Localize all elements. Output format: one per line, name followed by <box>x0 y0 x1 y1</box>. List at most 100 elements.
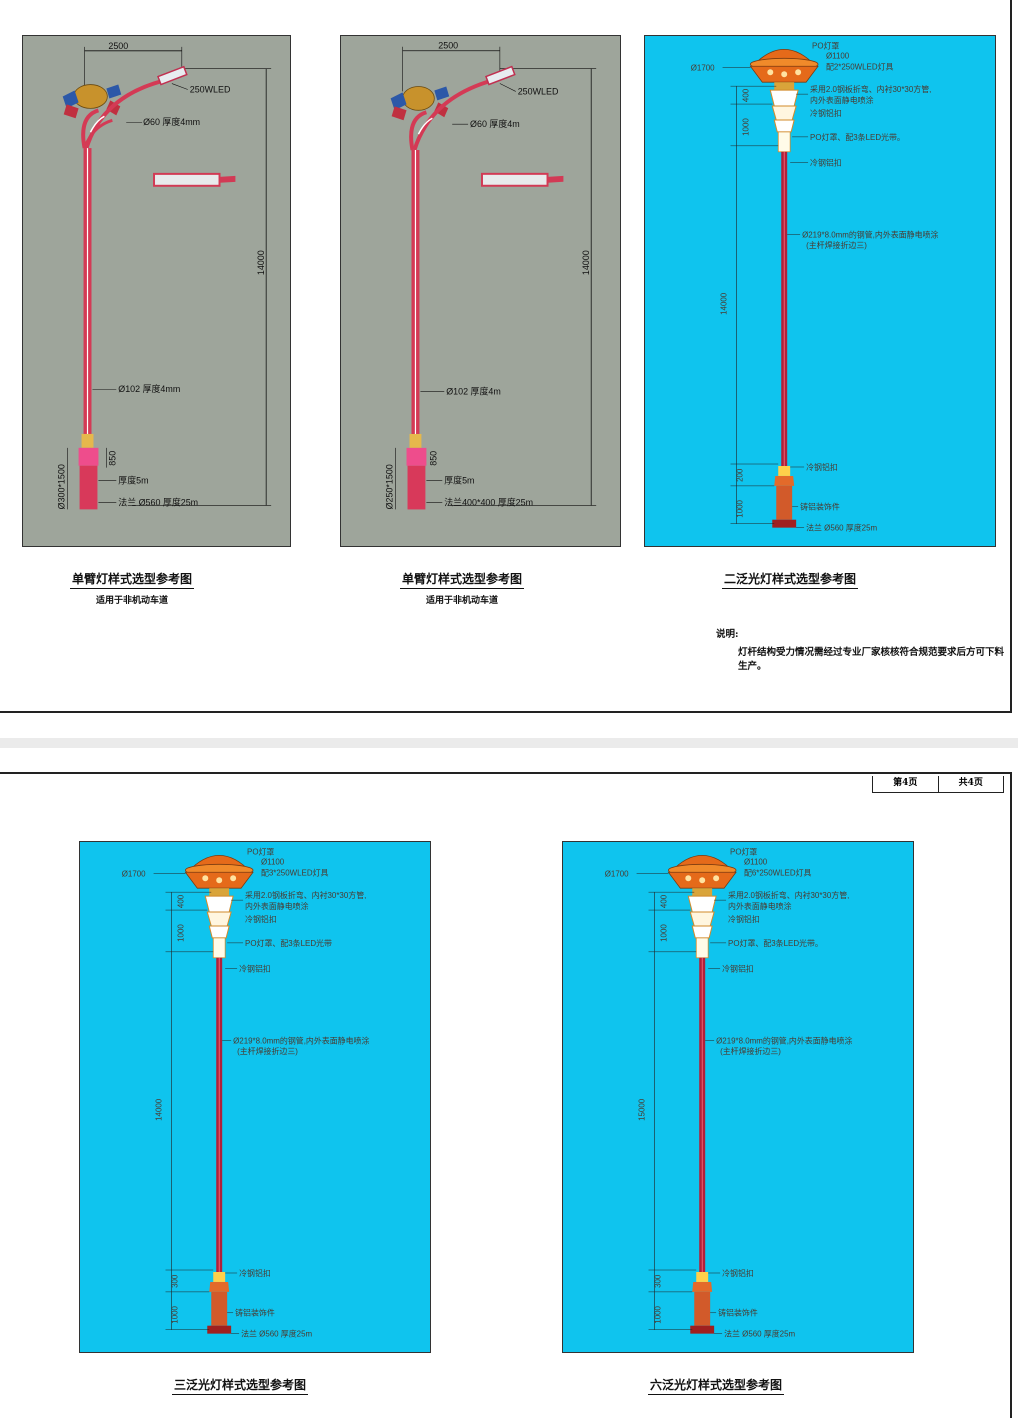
pipe-line-1: Ø219*8.0mm的钢管,内外表面静电喷涂 <box>716 1035 852 1045</box>
cap-label: PO灯罩 <box>247 846 274 856</box>
po-ring-label: PO灯罩、配3条LED光带 <box>245 938 332 948</box>
inner-diameter-label: Ø1100 <box>744 857 768 866</box>
base-decoration <box>211 1291 228 1326</box>
dim-a-label: 400 <box>659 894 668 908</box>
caption-title: 二泛光灯样式选型参考图 <box>721 570 858 589</box>
dim-d-label: 1000 <box>735 499 744 517</box>
total-height-label: 14000 <box>256 250 266 275</box>
lamp-detail <box>480 172 549 187</box>
lamp-arm <box>412 78 493 151</box>
floodlight-panel-3: 400 1000 14000 300 1000 PO灯罩 Ø1100 Ø1700… <box>79 841 431 1353</box>
decor-sphere <box>402 86 435 111</box>
lamps-label: 配3*250WLED灯具 <box>261 867 329 877</box>
dim-c-label: 300 <box>653 1274 662 1288</box>
total-height-label: 14000 <box>581 250 591 275</box>
base-section-label: 850 <box>428 451 438 466</box>
deco-line-3: 冷钢铝扣 <box>728 914 760 924</box>
decor-sphere <box>73 84 108 109</box>
pipe-line-2: (主杆焊接折边三) <box>237 1046 298 1056</box>
lamp-detail <box>153 172 221 187</box>
base-section-label: 850 <box>107 451 117 466</box>
lamps-label: 配2*250WLED灯具 <box>826 61 894 71</box>
caption-title: 六泛光灯样式选型参考图 <box>647 1376 784 1395</box>
po-ring-label: PO灯罩、配3条LED光带。 <box>728 938 823 948</box>
base-thickness-label: 厚度5m <box>444 475 474 486</box>
single-arm-lamp-drawing-1: 2500 14000 250WLED Ø60 厚度4mm <box>57 41 272 510</box>
drawing-sheet-2: 第4页 共4页 400 100 <box>0 772 1012 1418</box>
outer-diameter-label: Ø1700 <box>122 869 146 878</box>
flange-label: 法兰 Ø560 厚度25m <box>241 1329 312 1339</box>
base-deco-label: 铸铝装饰件 <box>800 502 840 512</box>
cap-label: PO灯罩 <box>812 40 839 50</box>
floodlight-drawing-3: 400 1000 14000 300 1000 PO灯罩 Ø1100 Ø1700… <box>122 846 370 1339</box>
base-deco-label: 铸铝装饰件 <box>235 1308 275 1318</box>
caption-subtitle: 适用于非机动车道 <box>95 596 168 606</box>
base-collar <box>406 447 427 466</box>
base-section <box>407 465 426 510</box>
dim-b-label: 1000 <box>176 924 185 942</box>
base-height-label: Ø300*1500 <box>57 464 67 509</box>
lamp-arm <box>84 78 165 149</box>
caption-title: 单臂灯样式选型参考图 <box>399 570 524 589</box>
deco-line-3: 冷钢铝扣 <box>810 108 842 118</box>
deco-line-1: 采用2.0钢板折弯、内衬30*30方管, <box>728 890 849 900</box>
pole-height-label: 14000 <box>155 1098 164 1121</box>
collar-label: 冷钢铝扣 <box>239 964 271 974</box>
arm-pipe-label: Ø60 厚度4m <box>470 118 520 129</box>
pole-height-label: 15000 <box>638 1098 647 1121</box>
base-section <box>79 465 98 510</box>
page-number: 第4页 <box>893 778 918 788</box>
floodlight-drawing-6: 400 1000 15000 300 1000 PO灯罩 Ø1100 Ø1700… <box>605 846 853 1339</box>
flange-label: 法兰 Ø560 厚度25m <box>118 496 198 507</box>
floodlight-panel-6: 400 1000 15000 300 1000 PO灯罩 Ø1100 Ø1700… <box>562 841 914 1353</box>
base-deco-label: 铸铝装饰件 <box>718 1308 758 1318</box>
page-total: 共4页 <box>937 776 1004 792</box>
base-collar <box>78 447 99 466</box>
pipe-line-2: (主杆焊接折边三) <box>806 240 867 250</box>
floodlight-drawing-2: 400 1000 14000 200 1000 PO灯罩 Ø1100 Ø1700… <box>691 40 939 533</box>
inner-diameter-label: Ø1100 <box>261 857 285 866</box>
sheet-gap <box>0 738 1018 748</box>
outer-diameter-label: Ø1700 <box>605 869 629 878</box>
base-decoration <box>776 485 793 520</box>
caption-title: 单臂灯样式选型参考图 <box>69 570 194 589</box>
page-indicator: 第4页 共4页 <box>872 776 1004 793</box>
inner-diameter-label: Ø1100 <box>826 51 850 60</box>
single-arm-lamp-drawing-2: 2500 14000 250WLED Ø60 厚度4m Ø102 厚度4m <box>385 41 597 510</box>
pipe-line-2: (主杆焊接折边三) <box>720 1046 781 1056</box>
led-lamp-head <box>485 65 516 86</box>
caption-floodlight-3: 三泛光灯样式选型参考图 <box>140 1376 340 1395</box>
dim-c-label: 300 <box>170 1274 179 1288</box>
deco-line-1: 采用2.0钢板折弯、内衬30*30方管, <box>245 890 366 900</box>
base-collar-label: 冷钢铝扣 <box>239 1268 271 1278</box>
deco-line-2: 内外表面静电喷涂 <box>728 901 792 911</box>
floodlight-panel-2: 400 1000 14000 200 1000 PO灯罩 Ø1100 Ø1700… <box>644 35 996 547</box>
design-note: 说明: 灯杆结构受力情况需经过专业厂家核核符合规范要求后方可下料生产。 <box>716 626 1010 672</box>
deco-line-1: 采用2.0钢板折弯、内衬30*30方管, <box>810 84 931 94</box>
note-body: 灯杆结构受力情况需经过专业厂家核核符合规范要求后方可下料生产。 <box>738 647 1005 672</box>
pipe-line-1: Ø219*8.0mm的钢管,内外表面静电喷涂 <box>802 229 938 239</box>
po-ring-label: PO灯罩、配3条LED光带。 <box>810 132 905 142</box>
deco-line-2: 内外表面静电喷涂 <box>245 901 309 911</box>
dim-a-label: 400 <box>741 88 750 102</box>
caption-single-arm-1: 单臂灯样式选型参考图 适用于非机动车道 <box>22 570 242 606</box>
led-lamp-head <box>157 65 188 86</box>
outer-diameter-label: Ø1700 <box>691 63 715 72</box>
dim-a-label: 400 <box>176 894 185 908</box>
dim-b-label: 1000 <box>659 924 668 942</box>
caption-floodlight-2: 二泛光灯样式选型参考图 <box>690 570 890 589</box>
flange-label: 法兰400*400 厚度25m <box>444 496 533 507</box>
arm-width-label: 2500 <box>108 41 128 51</box>
lamp-label: 250WLED <box>518 86 559 96</box>
flange-label: 法兰 Ø560 厚度25m <box>724 1329 795 1339</box>
dim-b-label: 1000 <box>741 118 750 136</box>
note-title: 说明: <box>716 629 739 640</box>
dim-d-label: 1000 <box>653 1305 662 1323</box>
dim-c-label: 200 <box>735 468 744 482</box>
flange-label: 法兰 Ø560 厚度25m <box>806 523 877 533</box>
pole-pipe-label: Ø102 厚度4m <box>446 385 501 396</box>
caption-title: 三泛光灯样式选型参考图 <box>171 1376 308 1395</box>
single-arm-lamp-panel-2: 2500 14000 250WLED Ø60 厚度4m Ø102 厚度4m <box>340 35 621 547</box>
base-decoration <box>694 1291 711 1326</box>
pole-pipe-label: Ø102 厚度4mm <box>118 383 180 394</box>
